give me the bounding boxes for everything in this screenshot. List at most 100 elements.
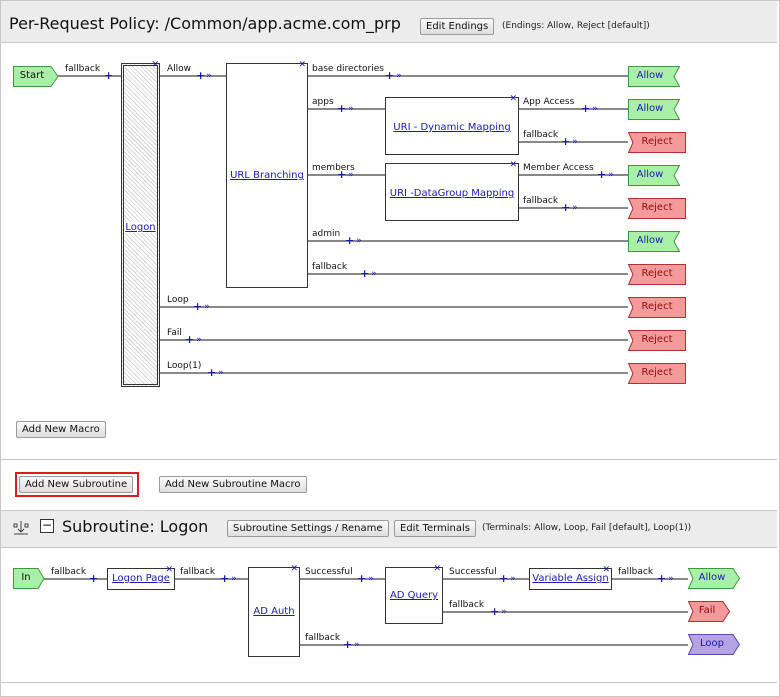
- add-action-plus[interactable]: +: [89, 572, 99, 585]
- branch-label-fail: Fail: [167, 328, 182, 338]
- logon-page-link[interactable]: Logon Page: [112, 573, 170, 584]
- ad-query-link[interactable]: AD Query: [389, 590, 439, 601]
- add-action-plus[interactable]: +: [185, 333, 195, 346]
- add-action-plus[interactable]: +: [581, 102, 591, 115]
- ending-reject-dyn-fallback[interactable]: Reject: [628, 132, 686, 153]
- add-action-plus[interactable]: +: [360, 267, 370, 280]
- delete-uri-dynamic-icon[interactable]: ✕: [509, 94, 517, 104]
- flow-arrow: -»: [509, 574, 516, 584]
- delete-logon-page-icon[interactable]: ✕: [165, 565, 173, 575]
- branch-label-fallback-url: fallback: [312, 262, 348, 272]
- flow-arrow: -»: [347, 170, 354, 180]
- uri-datagroup-mapping-link[interactable]: URI -DataGroup Mapping: [389, 188, 515, 199]
- subroutine-header: [1, 510, 777, 548]
- ad-query-node[interactable]: AD Query ✕: [385, 564, 443, 624]
- ending-reject-label: Reject: [641, 301, 673, 312]
- ending-reject-fail[interactable]: Reject: [628, 330, 686, 351]
- terminal-loop-label: Loop: [700, 638, 724, 649]
- uri-dynamic-mapping-node[interactable]: URI - Dynamic Mapping ✕: [385, 94, 519, 155]
- url-branching-link[interactable]: URL Branching: [230, 170, 304, 181]
- delete-logon-icon[interactable]: ✕: [151, 60, 159, 70]
- ending-allow-member-access[interactable]: Allow: [628, 165, 680, 186]
- branch-label-loop: Loop: [167, 295, 189, 305]
- branch-label-fallback-dg: fallback: [523, 196, 559, 206]
- branch-label-fallback: fallback: [449, 600, 485, 610]
- ending-allow-app-access[interactable]: Allow: [628, 99, 680, 120]
- branch-label-base-directories: base directories: [312, 64, 384, 74]
- add-action-plus[interactable]: +: [499, 572, 509, 585]
- delete-variable-assign-icon[interactable]: ✕: [602, 565, 610, 575]
- add-action-plus[interactable]: +: [490, 605, 500, 618]
- flow-arrow: -»: [203, 302, 210, 312]
- ending-reject-label: Reject: [641, 334, 673, 345]
- add-new-subroutine-button[interactable]: Add New Subroutine: [19, 476, 134, 493]
- uri-dynamic-mapping-link[interactable]: URI - Dynamic Mapping: [393, 122, 511, 133]
- add-action-plus[interactable]: +: [561, 135, 571, 148]
- logon-page-node[interactable]: Logon Page ✕: [107, 565, 175, 590]
- branch-label-apps: apps: [312, 97, 334, 107]
- terminal-allow[interactable]: Allow: [688, 568, 740, 589]
- section-divider: [1, 459, 777, 460]
- add-action-plus[interactable]: +: [104, 69, 114, 82]
- ad-auth-node[interactable]: AD Auth ✕: [248, 564, 300, 657]
- edit-terminals-button[interactable]: Edit Terminals: [394, 520, 477, 537]
- delete-uri-datagroup-icon[interactable]: ✕: [509, 160, 517, 170]
- terminal-fail[interactable]: Fail: [688, 601, 730, 622]
- add-subroutine-highlight: [15, 472, 139, 497]
- url-branching-node[interactable]: URL Branching ✕: [226, 60, 308, 288]
- add-action-plus[interactable]: +: [345, 234, 355, 247]
- ending-allow-label: Allow: [636, 103, 664, 114]
- ending-reject-label: Reject: [641, 268, 673, 279]
- add-action-plus[interactable]: +: [337, 168, 347, 181]
- add-action-plus[interactable]: +: [207, 366, 217, 379]
- add-action-plus[interactable]: +: [220, 572, 230, 585]
- add-action-plus[interactable]: +: [657, 572, 667, 585]
- logon-macro-node[interactable]: Logon ✕: [121, 60, 160, 387]
- branch-label-fallback: fallback: [305, 633, 341, 643]
- add-action-plus[interactable]: +: [196, 69, 206, 82]
- add-new-macro-button[interactable]: Add New Macro: [16, 421, 106, 438]
- flow-arrow: -»: [571, 137, 578, 147]
- ending-reject-url-fallback[interactable]: Reject: [628, 264, 686, 285]
- add-action-plus[interactable]: +: [337, 102, 347, 115]
- add-action-plus[interactable]: +: [385, 69, 395, 82]
- terminal-fail-label: Fail: [698, 605, 716, 616]
- ending-allow-label: Allow: [636, 235, 664, 246]
- ending-allow-admin[interactable]: Allow: [628, 231, 680, 252]
- flow-arrow: -»: [500, 607, 507, 617]
- variable-assign-link[interactable]: Variable Assign: [532, 573, 609, 584]
- variable-assign-node[interactable]: Variable Assign ✕: [529, 565, 612, 590]
- flow-arrow: -»: [395, 71, 402, 81]
- flow-arrow: -»: [347, 104, 354, 114]
- add-new-subroutine-macro-button[interactable]: Add New Subroutine Macro: [159, 476, 307, 493]
- branch-label-members: members: [312, 163, 355, 173]
- uri-datagroup-mapping-node[interactable]: URI -DataGroup Mapping ✕: [385, 160, 519, 221]
- edit-endings-button[interactable]: Edit Endings: [420, 18, 495, 35]
- add-action-plus[interactable]: +: [357, 572, 367, 585]
- branch-label-loop1: Loop(1): [167, 361, 202, 371]
- flow-arrow: -»: [230, 574, 237, 584]
- branch-label-fallback: fallback: [180, 567, 216, 577]
- ending-reject-loop1[interactable]: Reject: [628, 363, 686, 384]
- subroutine-move-icon[interactable]: [13, 520, 29, 536]
- ending-reject-dg-fallback[interactable]: Reject: [628, 198, 686, 219]
- flow-arrow: -»: [591, 104, 598, 114]
- add-action-plus[interactable]: +: [343, 638, 353, 651]
- delete-ad-auth-icon[interactable]: ✕: [290, 564, 298, 574]
- ad-auth-link[interactable]: AD Auth: [253, 606, 295, 617]
- ending-allow-base[interactable]: Allow: [628, 66, 680, 87]
- ending-reject-loop[interactable]: Reject: [628, 297, 686, 318]
- flow-arrow: -»: [353, 640, 360, 650]
- delete-ad-query-icon[interactable]: ✕: [433, 564, 441, 574]
- add-action-plus[interactable]: +: [193, 300, 203, 313]
- branch-label-fallback: fallback: [618, 567, 654, 577]
- collapse-subroutine-button[interactable]: −: [40, 519, 54, 533]
- delete-url-branching-icon[interactable]: ✕: [298, 60, 306, 70]
- add-action-plus[interactable]: +: [561, 201, 571, 214]
- subroutine-in-node: In: [13, 568, 45, 589]
- subroutine-settings-button[interactable]: Subroutine Settings / Rename: [227, 520, 389, 537]
- add-action-plus[interactable]: +: [597, 168, 607, 181]
- terminal-loop[interactable]: Loop: [688, 634, 740, 655]
- logon-macro-link[interactable]: Logon: [124, 222, 157, 233]
- branch-label-fallback: fallback: [51, 567, 87, 577]
